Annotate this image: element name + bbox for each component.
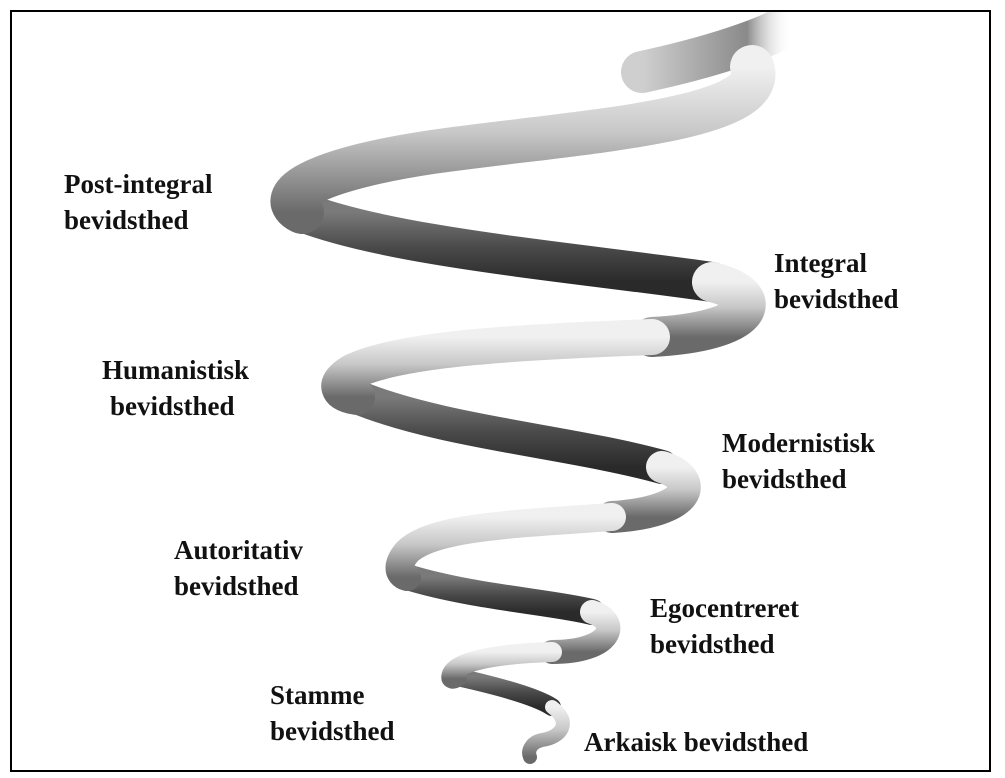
label-autoritativ-line2: bevidsthed bbox=[174, 568, 303, 604]
label-egocentreret-line1: Egocentreret bbox=[650, 590, 799, 626]
label-stamme-line2: bevidsthed bbox=[270, 713, 395, 749]
spiral-back-segment-2 bbox=[357, 397, 662, 467]
label-autoritativ: Autoritativ bevidsthed bbox=[174, 532, 303, 604]
label-stamme-line1: Stamme bbox=[270, 677, 395, 713]
spiral-back-segment-1 bbox=[302, 212, 712, 282]
label-humanistisk: Humanistisk bevidsthed bbox=[102, 352, 249, 424]
label-integral-line1: Integral bbox=[774, 245, 899, 281]
spiral-front-segment-4 bbox=[451, 652, 552, 679]
label-humanistisk-line1: Humanistisk bbox=[102, 352, 249, 388]
spiral-back-segment-3 bbox=[407, 577, 592, 612]
spiral-bottom-tip bbox=[529, 707, 563, 757]
label-modernistisk-line2: bevidsthed bbox=[722, 461, 875, 497]
spiral-front-segment-3 bbox=[400, 517, 613, 577]
spiral-front-segment-2 bbox=[339, 337, 652, 397]
label-autoritativ-line1: Autoritativ bbox=[174, 532, 303, 568]
label-egocentreret-line2: bevidsthed bbox=[650, 626, 799, 662]
label-arkaisk: Arkaisk bevidsthed bbox=[584, 724, 808, 760]
label-stamme: Stamme bevidsthed bbox=[270, 677, 395, 749]
label-modernistisk-line1: Modernistisk bbox=[722, 425, 875, 461]
label-modernistisk: Modernistisk bevidsthed bbox=[722, 425, 875, 497]
diagram-frame: Post-integral bevidsthed Integral bevids… bbox=[10, 10, 991, 772]
spiral-back-segment-4 bbox=[457, 677, 552, 707]
label-integral: Integral bevidsthed bbox=[774, 245, 899, 317]
label-humanistisk-line2: bevidsthed bbox=[102, 388, 249, 424]
label-egocentreret: Egocentreret bevidsthed bbox=[650, 590, 799, 662]
label-post-integral: Post-integral bevidsthed bbox=[64, 166, 212, 238]
spiral-front-segment-1 bbox=[292, 67, 753, 212]
label-integral-line2: bevidsthed bbox=[774, 281, 899, 317]
label-post-integral-line1: Post-integral bbox=[64, 166, 212, 202]
label-arkaisk-line1: Arkaisk bevidsthed bbox=[584, 724, 808, 760]
label-post-integral-line2: bevidsthed bbox=[64, 202, 212, 238]
